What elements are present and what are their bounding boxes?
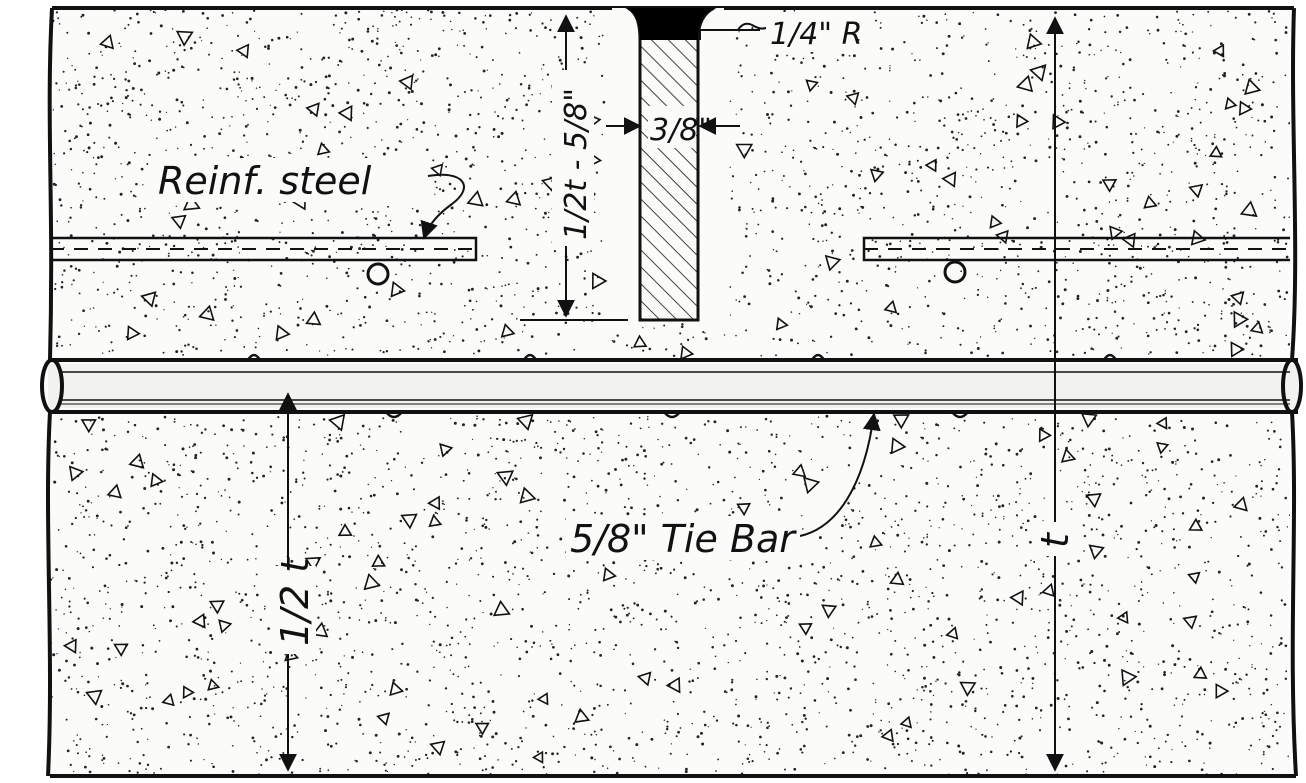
joint-groove [520,6,724,322]
joint-sealant [625,8,717,40]
groove-depth-label: 1/2t - 5/8" [559,88,594,240]
labels: Reinf. steel 1/4" R 3/8" 1/2t - 5/8" 5/8… [150,12,1077,654]
reinf-bar-right [943,260,967,284]
groove-filler-hatched [641,40,697,319]
reinforcing-steel [50,236,1290,286]
radius-label: 1/4" R [770,17,862,52]
reinf-steel-leader [420,173,465,240]
reinf-bar-left [366,262,390,286]
thickness-label: t [1033,531,1077,548]
tie-bar-label: 5/8" Tie Bar [570,517,797,561]
tie-bar-leader [799,412,881,537]
reinf-steel-label: Reinf. steel [158,159,372,203]
tie-bar [40,353,1303,419]
aggregate-triangles [62,30,1264,764]
groove-width-label: 3/8" [650,113,712,148]
half-thickness-label: 1/2 t [273,556,317,646]
